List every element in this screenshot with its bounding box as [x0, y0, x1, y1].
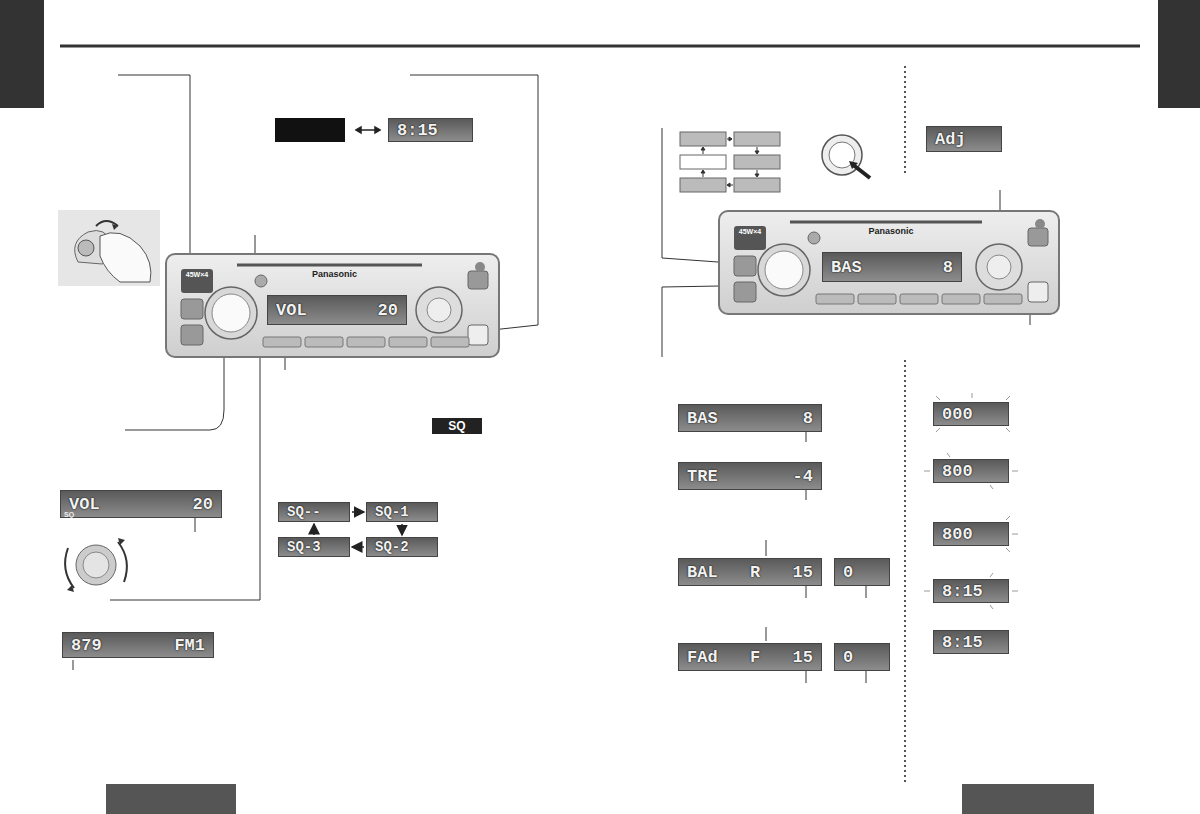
display-text: FAd: [687, 648, 718, 667]
display-text: 15: [793, 563, 813, 582]
display-text: BAS: [831, 258, 862, 277]
lcd-display: 000: [933, 402, 1009, 426]
display-text: 8:15: [942, 582, 983, 601]
display-text: 20: [193, 495, 213, 514]
display-text: -4: [793, 467, 813, 486]
display-text: FM1: [174, 636, 205, 655]
lcd-display: 800: [933, 459, 1009, 483]
display-text: 8:15: [942, 633, 983, 652]
button-label: 45W×4: [739, 228, 761, 235]
brand-name: Panasonic: [312, 269, 357, 279]
lcd-display: FAd F 15: [678, 643, 822, 671]
display-text: SQ: [448, 419, 465, 433]
display-text: 0: [843, 563, 853, 582]
lcd-display: 0: [834, 643, 890, 671]
lcd-display: BAS 8: [822, 252, 962, 282]
lcd-display: 879 FM1: [62, 632, 214, 658]
display-text: BAS: [687, 409, 718, 428]
display-text: Adj: [935, 130, 966, 149]
display-text: SQ-1: [375, 504, 409, 520]
display-text: 20: [378, 301, 398, 320]
lcd-display: Adj: [926, 126, 1002, 152]
lcd-display: TRE -4: [678, 462, 822, 490]
display-text: 8: [803, 409, 813, 428]
indicator-text: SQ: [64, 511, 74, 518]
display-text: SQ-2: [375, 539, 409, 555]
button-label: 45W×4: [186, 271, 208, 278]
lcd-display: SQ-2: [366, 537, 438, 557]
car-stereo-faceplate: Panasonic 45W×4BAS 8: [718, 210, 1060, 315]
display-text: 8:15: [397, 121, 438, 140]
cycle-arrow: [401, 524, 403, 535]
display-text: TRE: [687, 467, 718, 486]
lcd-display: SQ-3: [278, 537, 350, 557]
lcd-display: 800: [933, 522, 1009, 546]
display-text: VOL: [69, 495, 100, 514]
lcd-display: SQ--: [278, 502, 350, 522]
display-text: SQ--: [287, 504, 321, 520]
lcd-display: 8:15: [933, 579, 1009, 603]
display-text: 800: [942, 462, 973, 481]
display-text: BAL: [687, 563, 718, 582]
lcd-display: 8:15: [933, 630, 1009, 654]
brand-name: Panasonic: [868, 226, 913, 236]
cycle-arrow: [313, 524, 315, 535]
lcd-display: 0: [834, 558, 890, 586]
display-text: 800: [942, 525, 973, 544]
display-text: 8: [943, 258, 953, 277]
car-stereo-faceplate: Panasonic 45W×4VOL 20: [165, 253, 500, 358]
cycle-arrow: [352, 546, 364, 548]
display-text: 15: [793, 648, 813, 667]
display-text: R: [750, 563, 760, 582]
display-text: F: [750, 648, 760, 667]
sq-badge: SQ: [432, 418, 482, 434]
display-text: 000: [942, 405, 973, 424]
lcd-display: VOL 20: [267, 295, 407, 325]
lcd-display: BAL R 15: [678, 558, 822, 586]
lcd-display: BAS 8: [678, 404, 822, 432]
display-text: 879: [71, 636, 102, 655]
display-text: 0: [843, 648, 853, 667]
cycle-arrow: [352, 511, 364, 513]
display-text: SQ-3: [287, 539, 321, 555]
display-text: VOL: [276, 301, 307, 320]
lcd-display: 8:15: [388, 118, 473, 142]
lcd-display: SQ-1: [366, 502, 438, 522]
lcd-display: VOL 20SQ: [60, 490, 222, 518]
